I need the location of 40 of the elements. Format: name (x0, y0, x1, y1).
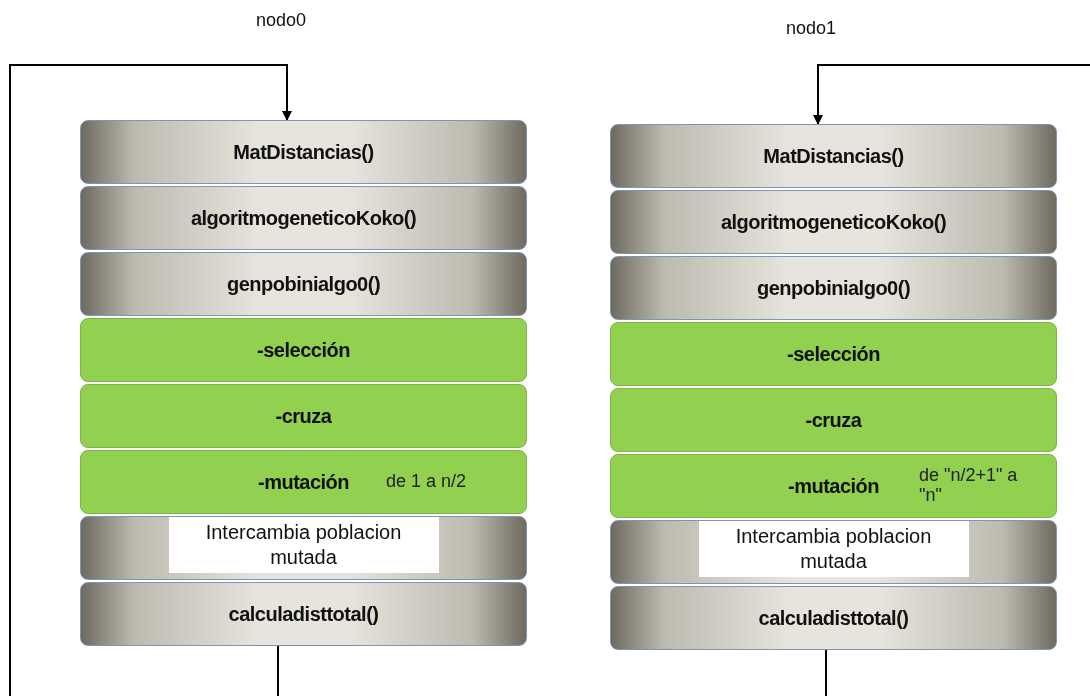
process-bar (80, 252, 527, 316)
process-bar (80, 516, 527, 580)
step-label: -selección (787, 342, 880, 366)
step-bar (80, 450, 527, 514)
text-panel: Intercambia poblacion mutada (698, 521, 969, 577)
step-label: calculadisttotal() (228, 602, 379, 626)
node-title: nodo0 (256, 10, 307, 31)
step-bar (610, 454, 1057, 518)
process-bar (610, 586, 1057, 650)
process-bar (80, 186, 527, 250)
step-label: -mutación (787, 474, 880, 498)
process-bar (610, 124, 1057, 188)
step-label: -cruza (805, 408, 862, 432)
step-label: -mutación (257, 470, 350, 494)
process-bar (80, 582, 527, 646)
step-label: -cruza (275, 404, 332, 428)
arrow (813, 64, 1090, 125)
step-label: calculadisttotal() (758, 606, 909, 630)
step-label: MatDistancias() (233, 140, 374, 164)
connector-line (277, 645, 279, 696)
process-bar (610, 190, 1057, 254)
step-label: MatDistancias() (763, 144, 904, 168)
step-bar (610, 322, 1057, 386)
connector-line (825, 649, 827, 696)
step-label: algoritmogeneticoKoko() (190, 206, 417, 230)
step-bar (80, 384, 527, 448)
step-bar (610, 388, 1057, 452)
range-note: de "n/2+1" a "n" (919, 466, 1019, 506)
step-bar (80, 318, 527, 382)
arrow (9, 64, 292, 696)
process-bar (610, 256, 1057, 320)
process-bar (80, 120, 527, 184)
text-panel: Intercambia poblacion mutada (168, 517, 439, 573)
range-note: de 1 a n/2 (386, 472, 468, 492)
process-bar (610, 520, 1057, 584)
step-label: -selección (257, 338, 350, 362)
step-label: algoritmogeneticoKoko() (720, 210, 947, 234)
step-label: genpobinialgo0() (226, 272, 381, 296)
step-label: genpobinialgo0() (756, 276, 911, 300)
node-title: nodo1 (786, 18, 837, 39)
